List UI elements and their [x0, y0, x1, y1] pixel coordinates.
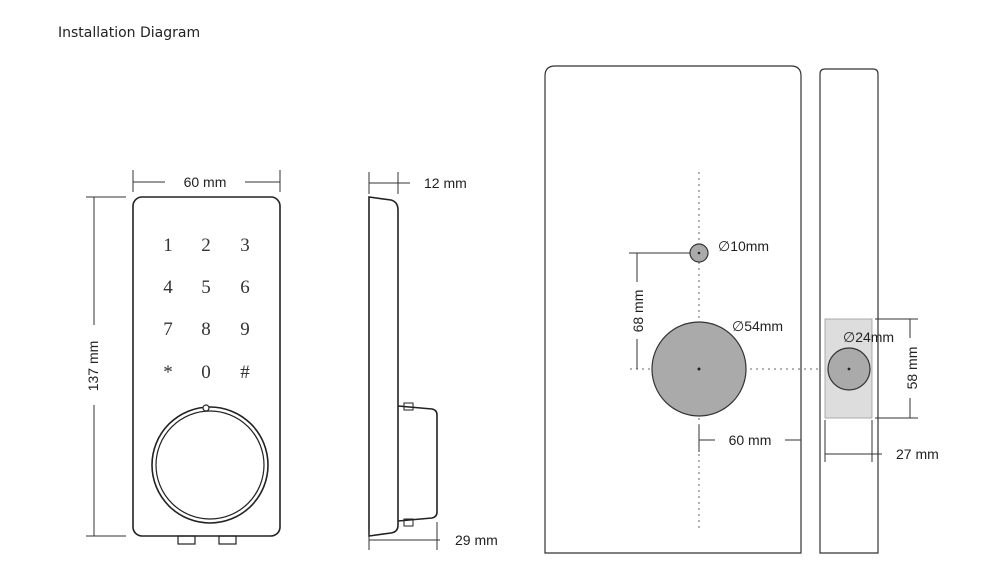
- edge-width-label: 27 mm: [896, 446, 939, 462]
- front-body: [132, 196, 281, 537]
- front-view: 60 mm 137 mm 1 2 3 4 5 6 7 8 9 * 0 #: [85, 170, 281, 545]
- key-3[interactable]: 3: [240, 235, 250, 256]
- key-9[interactable]: 9: [240, 319, 250, 340]
- key-star[interactable]: *: [163, 362, 173, 383]
- side-view: 12 mm 29 mm: [368, 172, 498, 550]
- knob[interactable]: [155, 410, 265, 520]
- door-face-view: ∅10mm ∅54mm 68 mm 60 mm: [544, 65, 818, 554]
- knob-outer-ring: [151, 406, 269, 524]
- page-title: Installation Diagram: [58, 25, 201, 41]
- edge-height-label: 58 mm: [904, 347, 920, 390]
- key-5[interactable]: 5: [201, 277, 211, 298]
- hole-spacing-label: 68 mm: [630, 290, 646, 333]
- side-body: [368, 196, 399, 537]
- hole-24mm-label: ∅24mm: [843, 329, 894, 345]
- key-hash[interactable]: #: [240, 362, 250, 383]
- front-width-label: 60 mm: [184, 174, 227, 190]
- hole-10mm-label: ∅10mm: [718, 238, 769, 254]
- side-thickness-label: 12 mm: [424, 175, 467, 191]
- side-rear-housing: [397, 405, 438, 522]
- key-7[interactable]: 7: [163, 319, 173, 340]
- key-1[interactable]: 1: [163, 235, 173, 256]
- key-0[interactable]: 0: [201, 362, 211, 383]
- knob-indicator: [202, 404, 210, 412]
- edge-outline: [819, 68, 879, 554]
- hole-54mm-label: ∅54mm: [732, 318, 783, 334]
- front-height-label: 137 mm: [85, 341, 101, 392]
- key-6[interactable]: 6: [240, 277, 250, 298]
- side-depth-label: 29 mm: [455, 532, 498, 548]
- bottom-tab-right: [218, 535, 237, 545]
- key-2[interactable]: 2: [201, 235, 211, 256]
- key-4[interactable]: 4: [163, 277, 173, 298]
- key-8[interactable]: 8: [201, 319, 211, 340]
- door-outline: [544, 65, 802, 554]
- bottom-tab-left: [177, 535, 196, 545]
- backset-label: 60 mm: [729, 432, 772, 448]
- door-edge-view: ∅24mm 58 mm 27 mm: [819, 68, 939, 554]
